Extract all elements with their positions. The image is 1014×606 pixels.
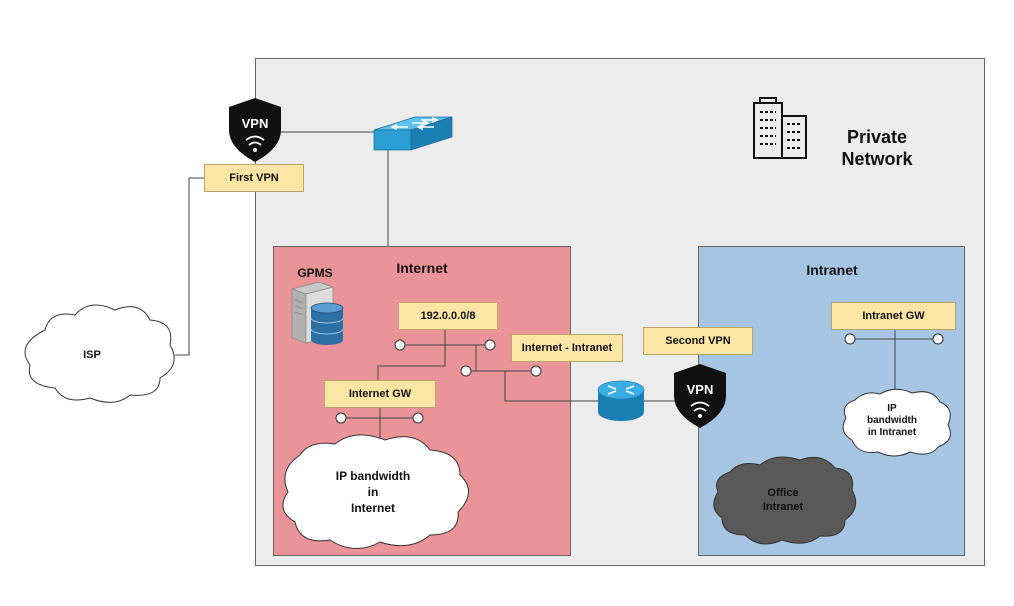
bus-node <box>932 333 944 345</box>
bus-node <box>530 365 542 377</box>
building-icon <box>753 97 807 159</box>
office-intranet-cloud <box>713 456 857 545</box>
vpn-shield-icon <box>674 364 726 428</box>
bus-node <box>460 365 472 377</box>
ip-bandwidth-intranet-cloud <box>842 388 951 457</box>
office-intranet-text: Office Intranet <box>762 487 804 513</box>
ip-bandwidth-intranet-text: IP bandwidth in Intranet <box>867 403 917 438</box>
bus-node <box>844 333 856 345</box>
vpn-shield-icon <box>229 98 281 162</box>
isp-label: ISP <box>83 349 101 361</box>
internet-gw-label: Internet GW <box>324 380 436 408</box>
internet-intranet-label: Internet - Intranet <box>511 334 623 362</box>
vpn-badge-text: VPN <box>686 382 714 397</box>
subnet-label: 192.0.0.0/8 <box>398 302 498 330</box>
bus-node <box>484 339 496 351</box>
first-vpn-label: First VPN <box>204 164 304 192</box>
router-icon <box>597 380 645 421</box>
isp-cloud <box>24 304 175 403</box>
bus-node <box>335 412 347 424</box>
gpms-label: GPMS <box>297 266 333 280</box>
intranet-gw-label: Intranet GW <box>831 302 956 330</box>
server-database-icon <box>290 281 344 345</box>
bus-node <box>394 339 406 351</box>
switch-icon <box>373 116 453 151</box>
second-vpn-label: Second VPN <box>643 327 753 355</box>
intranet-zone-title: Intranet <box>806 262 858 278</box>
ip-bandwidth-internet-text: IP bandwidth in Internet <box>335 469 411 515</box>
private-network-title: Private Network <box>841 127 913 169</box>
bus-node <box>412 412 424 424</box>
ip-bandwidth-internet-cloud <box>282 434 469 549</box>
vpn-badge-text: VPN <box>241 116 269 131</box>
internet-zone-title: Internet <box>396 260 448 276</box>
